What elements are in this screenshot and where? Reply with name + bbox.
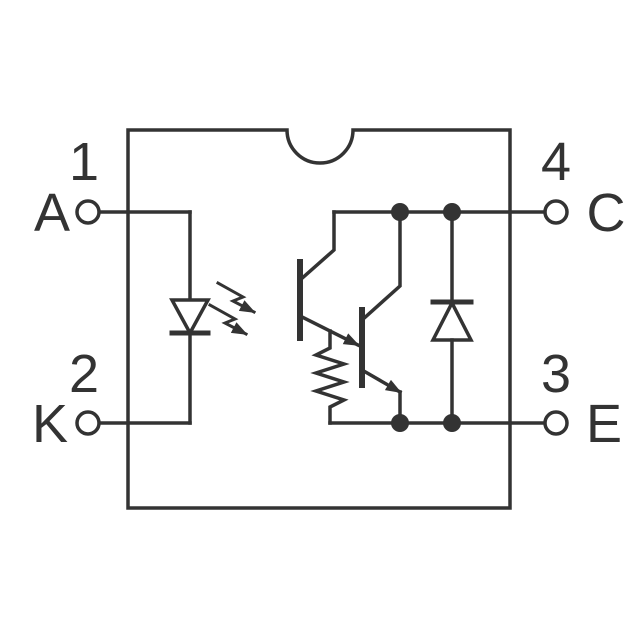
- pin-cathode-label: K: [32, 394, 68, 454]
- resistor-icon: [310, 329, 350, 425]
- junction-dot: [443, 414, 461, 432]
- pin-emitter-label: E: [586, 394, 622, 454]
- pin-1-terminal: [75, 199, 101, 225]
- protection-diode-icon: [430, 299, 474, 342]
- transistor1-collector-wire: [297, 210, 336, 283]
- pin-2-terminal: [75, 410, 101, 436]
- junction-dot: [391, 203, 409, 221]
- package-outline-with-notch-icon: [126, 128, 512, 510]
- led-icon: [169, 298, 211, 337]
- photon-arrow-icon: [207, 302, 249, 337]
- pin-collector-label: C: [587, 183, 626, 243]
- pin-4-number: 4: [541, 132, 571, 192]
- pin-anode-label: A: [34, 183, 70, 243]
- photon-arrow-icon: [215, 280, 257, 315]
- transistor2-emitter-wire: [359, 367, 403, 395]
- pin-3-number: 3: [541, 344, 571, 404]
- junction-dot: [391, 414, 409, 432]
- junction-dot: [443, 203, 461, 221]
- transistor2-collector-wire: [359, 210, 402, 323]
- pin-4-terminal: [543, 199, 569, 225]
- pin-2-number: 2: [69, 344, 99, 404]
- pin-3-terminal: [543, 410, 569, 436]
- pin-1-number: 1: [69, 132, 99, 192]
